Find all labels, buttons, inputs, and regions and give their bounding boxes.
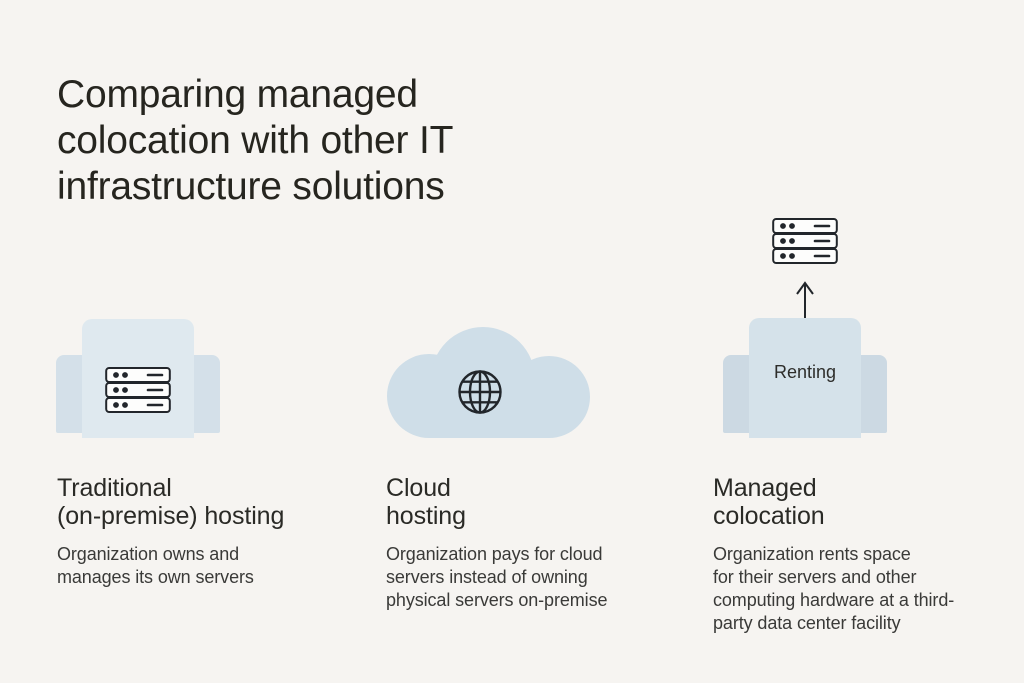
- description-managed-colocation: Organization rents space for their serve…: [713, 544, 955, 633]
- server-rack-icon: [105, 367, 171, 413]
- globe-icon: [458, 370, 502, 414]
- page-title: Comparing managed colocation with other …: [57, 73, 454, 208]
- description-traditional-hosting: Organization owns and manages its own se…: [57, 544, 254, 587]
- traditional-building-illustration: [56, 319, 220, 438]
- colocation-building-illustration: Renting: [723, 318, 887, 438]
- description-cloud-hosting: Organization pays for cloud servers inst…: [386, 544, 608, 610]
- heading-managed-colocation: Managed colocation: [713, 474, 825, 530]
- heading-traditional-hosting: Traditional (on-premise) hosting: [57, 474, 285, 530]
- renting-label: Renting: [773, 362, 837, 382]
- rented-server-rack-icon: [772, 218, 838, 264]
- heading-cloud-hosting: Cloud hosting: [386, 474, 466, 530]
- building-central-block: [749, 318, 861, 438]
